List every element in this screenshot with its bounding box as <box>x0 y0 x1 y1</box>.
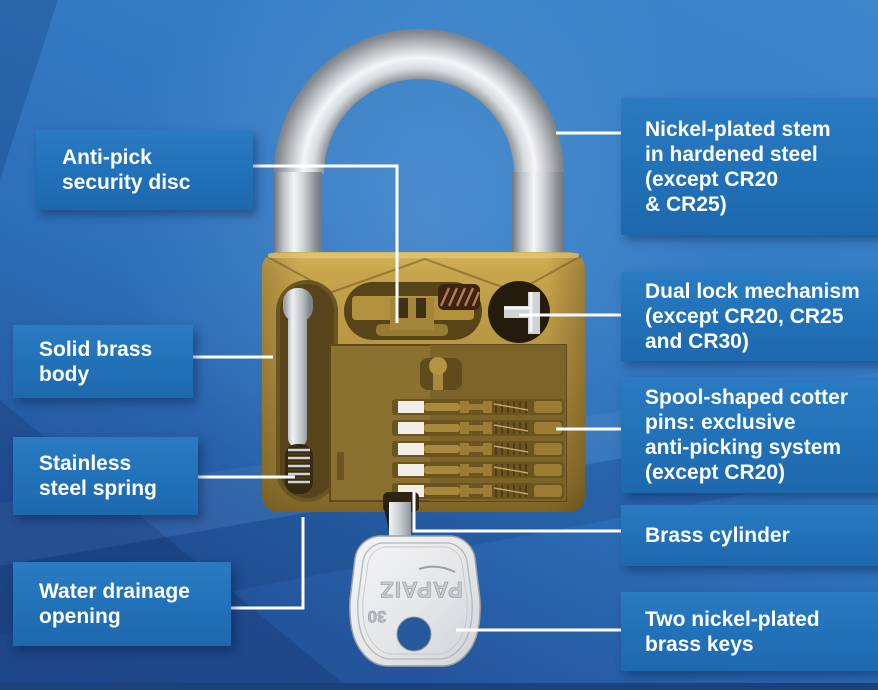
label-two-nickel-plated-brass-keys: Two nickel-plated brass keys <box>621 592 878 671</box>
key-blade <box>389 502 411 546</box>
connector-anti-pick <box>222 164 399 323</box>
key-logo-swoosh <box>418 565 456 573</box>
label-dual-lock-mechanism: Dual lock mechanism (except CR20, CR25 a… <box>621 272 878 361</box>
lock-body <box>262 252 585 512</box>
label-nickel-plated-stem: Nickel-plated stem in hardened steel (ex… <box>621 98 878 235</box>
key-size-engraving: 30 <box>368 607 387 626</box>
shackle <box>274 29 564 270</box>
background-bottom-strip <box>0 683 878 690</box>
dual-lock-recess <box>488 281 550 343</box>
locking-pin <box>288 312 307 447</box>
label-brass-cylinder: Brass cylinder <box>621 505 878 566</box>
label-solid-brass-body: Solid brass body <box>13 325 193 398</box>
anti-pick-disc-recess <box>344 282 482 340</box>
stainless-spring <box>285 444 313 494</box>
key: PAPAIZ 30 <box>349 502 481 667</box>
label-spool-shaped-cotter-pins: Spool-shaped cotter pins: exclusive anti… <box>621 377 878 493</box>
retainer-post <box>420 357 462 390</box>
spool-pin-rows <box>392 399 564 499</box>
label-water-drainage-opening: Water drainage opening <box>13 562 231 646</box>
dual-lock-hook <box>504 292 540 334</box>
key-brand-engraving: PAPAIZ <box>379 577 462 602</box>
label-anti-pick-security-disc: Anti-pick security disc <box>36 130 253 210</box>
connector-brass-cylinder <box>412 492 621 533</box>
label-stainless-steel-spring: Stainless steel spring <box>13 437 198 515</box>
connector-water-drainage <box>207 517 305 610</box>
locking-pin-slot <box>276 280 338 502</box>
cylinder-cutaway <box>329 344 567 502</box>
key-hole <box>396 616 432 652</box>
screw-coil <box>438 284 481 310</box>
locking-pin-head <box>283 288 313 322</box>
